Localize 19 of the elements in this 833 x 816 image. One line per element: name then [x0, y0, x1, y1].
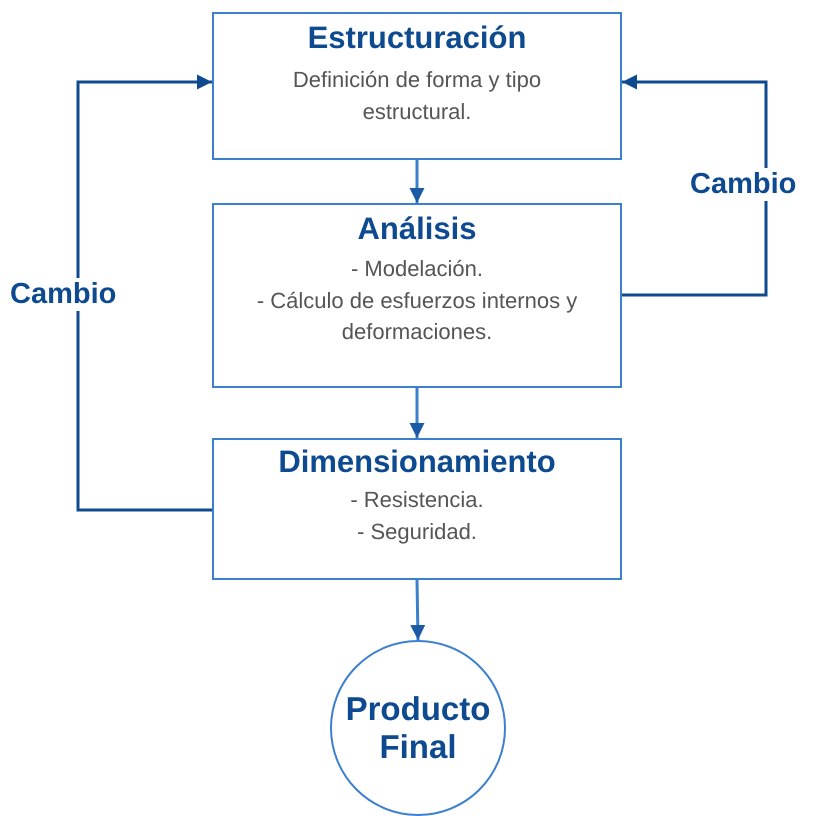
process-box: [212, 203, 622, 388]
node-description: - Resistencia.: [349, 486, 485, 514]
edge-label: Cambio: [8, 278, 118, 311]
process-box: [212, 438, 622, 580]
arrow: [410, 580, 426, 640]
arrow: [622, 74, 768, 296]
node-description: - Cálculo de esfuerzos internos y deformaciones.: [256, 286, 578, 346]
edge-label: Cambio: [688, 168, 798, 201]
node-description: - Seguridad.: [356, 518, 478, 546]
process-box: [212, 12, 622, 160]
node-title: Análisis: [358, 211, 476, 247]
arrow: [410, 388, 424, 438]
node-title: Dimensionamiento: [278, 444, 556, 480]
node-title: Producto Final: [344, 690, 492, 766]
node-description: - Modelación.: [350, 254, 484, 283]
arrow: [76, 74, 212, 512]
node-description: Definición de forma y tipo estructural.: [292, 66, 542, 126]
arrow: [410, 160, 424, 203]
node-title: Estructuración: [308, 20, 526, 56]
